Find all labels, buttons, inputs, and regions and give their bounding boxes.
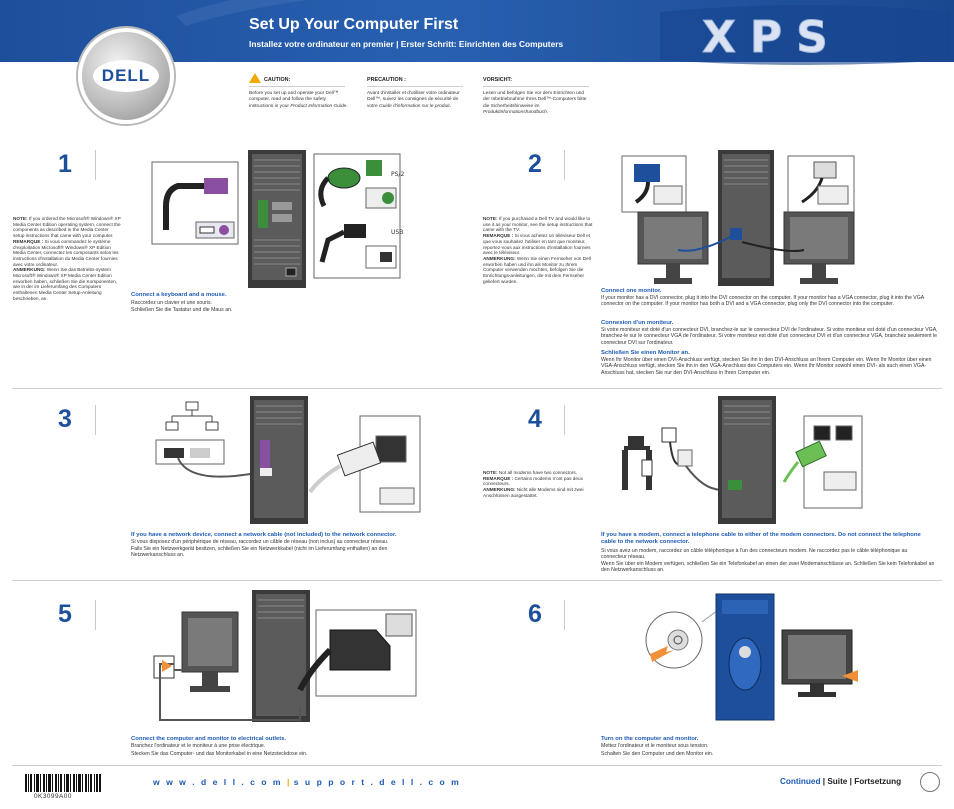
- step-rule: [95, 150, 96, 180]
- step2-heading-de: Schließen Sie einen Monitor an.: [601, 350, 690, 356]
- caution-text-en: Before you set up and operate your Dell™…: [249, 91, 348, 109]
- page-turn-circle: [920, 772, 940, 792]
- continued-label: Continued | Suite | Fortsetzung: [780, 777, 902, 786]
- step4-text-fr: Si vous avez un modem, raccordez un câbl…: [601, 548, 908, 561]
- step-number-5: 5: [58, 600, 72, 628]
- footer-urls: w w w . d e l l . c o m | s u p p o r t …: [153, 777, 461, 787]
- step5-heading: Connect the computer and monitor to elec…: [131, 736, 287, 742]
- dell-url-link[interactable]: w w w . d e l l . c o m: [153, 777, 283, 787]
- step4-heading: If you have a modem, connect a telephone…: [601, 532, 921, 545]
- step6-heading: Turn on the computer and monitor.: [601, 736, 699, 742]
- ps2-label: PS/2: [391, 171, 404, 178]
- step-rule: [95, 600, 96, 630]
- step-number-3: 3: [58, 405, 72, 433]
- step2-heading-fr: Connexion d'un moniteur.: [601, 320, 674, 326]
- caution-title-de: VORSICHT:: [483, 77, 513, 83]
- caution-doc-en: Product Information Guide: [290, 103, 347, 109]
- step3-illustration: [155, 396, 421, 524]
- caution-text-de: Lesen und befolgen Sie vor dem Einrichte…: [483, 91, 587, 115]
- support-url-link[interactable]: s u p p o r t . d e l l . c o m: [293, 777, 461, 787]
- footer-url-separator: |: [286, 777, 290, 787]
- step-number-6: 6: [528, 600, 542, 628]
- step-rule: [564, 150, 565, 180]
- step-number-2: 2: [528, 150, 542, 178]
- step-number-1: 1: [58, 150, 72, 178]
- page-subtitle: Installez votre ordinateur en premier | …: [249, 39, 564, 49]
- xps-logo: XPS: [660, 5, 950, 65]
- step1-text-de: Schließen Sie die Tastatur und die Maus …: [131, 307, 233, 313]
- step1-heading: Connect a keyboard and a mouse.: [131, 292, 227, 298]
- step1-illustration: PS/2 USB: [151, 150, 404, 288]
- section-divider: [12, 388, 942, 389]
- step2-text-en: If your monitor has a DVI connector, plu…: [601, 295, 924, 308]
- barcode: [25, 774, 101, 792]
- step3-text-fr: Si vous disposez d'un périphérique de ré…: [131, 539, 389, 545]
- step-rule: [564, 405, 565, 435]
- step5-illustration: [153, 590, 417, 722]
- step2-illustration: [621, 150, 855, 286]
- part-number: 0K3099A00: [34, 793, 72, 800]
- step5-text-fr: Branchez l'ordinateur et le moniteur à u…: [131, 743, 266, 749]
- usb-label: USB: [391, 229, 403, 236]
- caution-title-fr: PRECAUTION :: [367, 77, 406, 83]
- section-divider: [12, 765, 942, 766]
- step1-text-fr: Raccordez un clavier et une souris.: [131, 300, 213, 306]
- step4-illustration: [622, 396, 863, 524]
- section-divider: [12, 580, 942, 581]
- step3-text-de: Falls Sie ein Netzwerkgerät besitzen, sc…: [131, 546, 388, 559]
- step6-text-fr: Mettez l'ordinateur et le moniteur sous …: [601, 743, 709, 749]
- step-rule: [564, 600, 565, 630]
- caution-doc-fr: Guide d'information sur le produit: [379, 103, 450, 109]
- step6-illustration: [645, 593, 858, 721]
- step5-text-de: Stecken Sie das Computer- und das Monito…: [131, 751, 308, 757]
- caution-doc-de: Produktinformationshandbuch: [483, 109, 547, 115]
- step1-note: NOTE: If you ordered the Microsoft® Wind…: [13, 216, 121, 301]
- dell-logo: DELL: [93, 60, 159, 92]
- step3-heading: If you have a network device, connect a …: [131, 532, 397, 538]
- page-title: Set Up Your Computer First: [249, 16, 459, 33]
- step4-note: NOTE: Not all modems have two connectors…: [483, 470, 584, 498]
- step-rule: [95, 405, 96, 435]
- step6-text-de: Schalten Sie den Computer und den Monito…: [601, 751, 714, 757]
- step2-note: NOTE: If you purchased a Dell TV and wou…: [483, 216, 593, 284]
- step-number-4: 4: [528, 405, 542, 433]
- caution-rule: [249, 86, 345, 87]
- caution-rule: [367, 86, 463, 87]
- step2-text-fr: Si votre moniteur est doté d'un connecte…: [601, 327, 938, 346]
- step2-text-de: Wenn Ihr Monitor über einen DVI-Anschlus…: [601, 357, 932, 376]
- step2-heading-en: Connect one monitor.: [601, 288, 662, 294]
- caution-rule: [483, 86, 589, 87]
- warning-icon: [249, 73, 261, 83]
- step4-text-de: Wenn Sie über ein Modem verfügen, schlie…: [601, 561, 935, 574]
- xps-logo-text: XPS: [702, 12, 842, 63]
- caution-text-fr: Avant d'installer et d'utiliser votre or…: [367, 91, 460, 109]
- caution-title-en: CAUTION:: [264, 77, 291, 83]
